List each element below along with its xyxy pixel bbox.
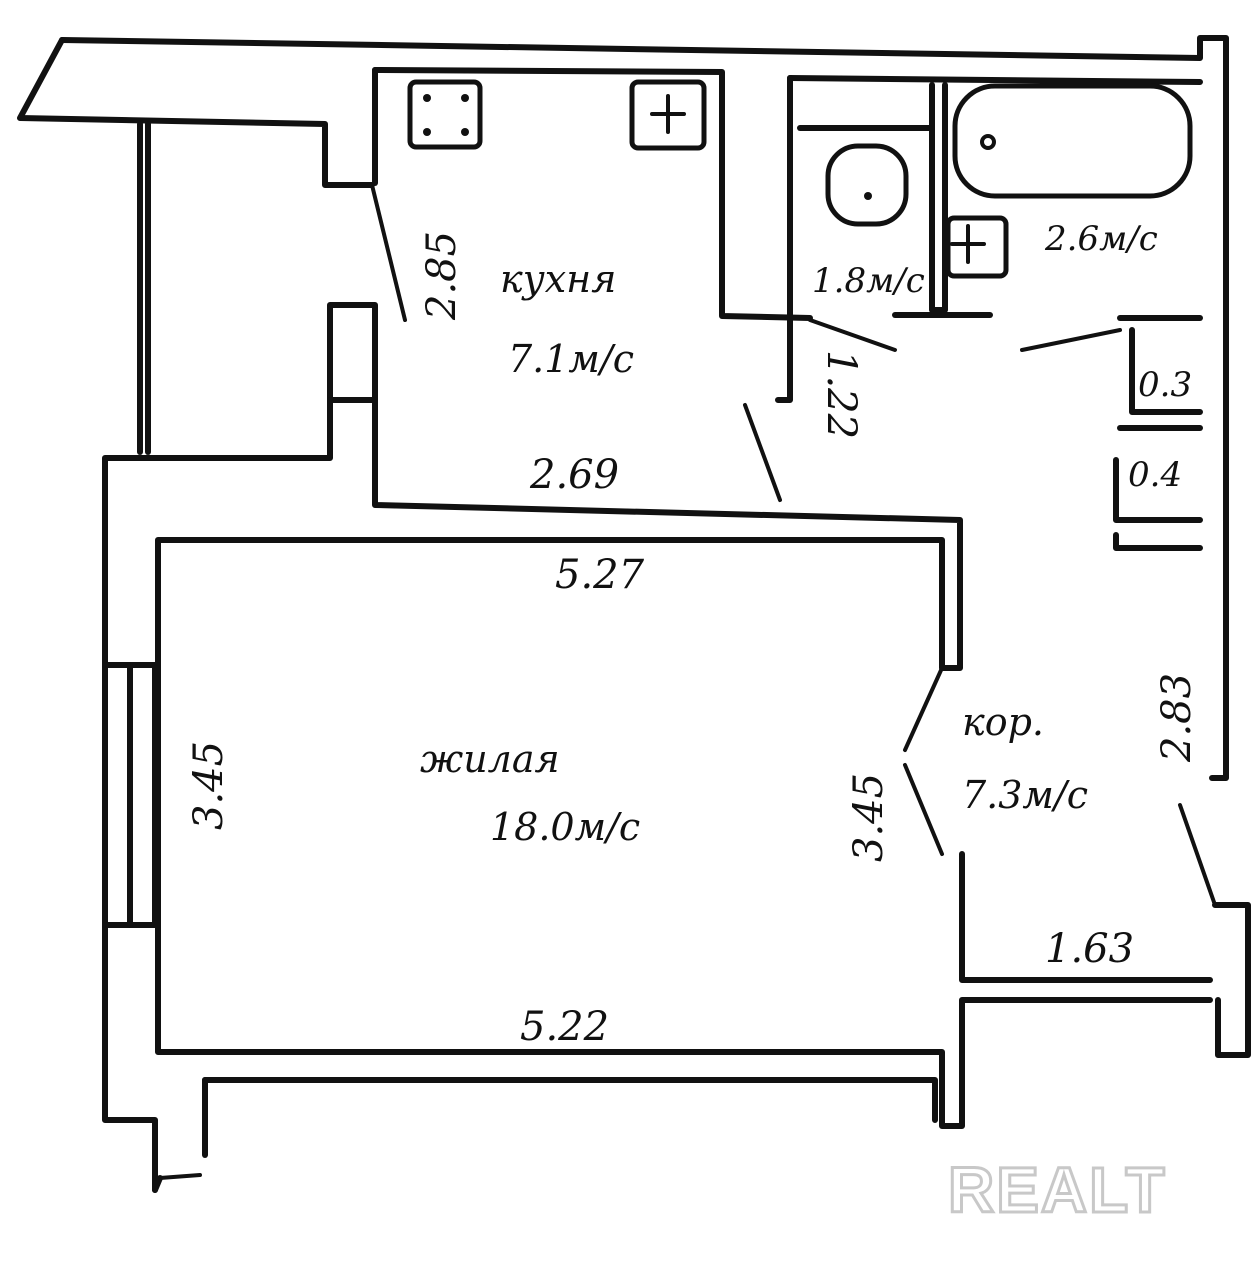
dim-living-left: 3.45 — [186, 741, 232, 830]
kitchen-area: 7.1м/с — [508, 337, 634, 381]
kitchen-name: кухня — [500, 257, 616, 301]
toilet-icon — [825, 143, 909, 227]
door-swings — [158, 183, 1217, 1180]
living-name: жилая — [420, 737, 560, 781]
room-labels: кухня 7.1м/с жилая 18.0м/с кор. 7.3м/с 1… — [420, 219, 1158, 849]
dim-corridor-side: 2.83 — [1154, 673, 1200, 763]
dim-corridor-bottom: 1.63 — [1045, 926, 1134, 972]
toilet-area: 1.8м/с — [812, 261, 925, 301]
dimension-labels: 2.85 2.69 1.22 5.27 5.22 3.45 3.45 2.83 … — [186, 231, 1200, 1050]
living-area: 18.0м/с — [490, 805, 640, 849]
dim-kitchen-bottom: 2.69 — [529, 452, 619, 498]
corridor-area: 7.3м/с — [962, 773, 1088, 817]
bathtub-icon — [952, 83, 1193, 199]
fixtures — [407, 79, 1193, 279]
washbasin-icon — [945, 215, 1009, 279]
dim-living-right: 3.45 — [846, 773, 892, 862]
dim-closet-2: 0.4 — [1128, 455, 1182, 495]
corridor-name: кор. — [962, 700, 1044, 744]
bath-area: 2.6м/с — [1044, 219, 1158, 259]
dim-kitchen-side: 2.85 — [419, 231, 465, 321]
stove-icon — [407, 79, 483, 150]
walls — [17, 35, 1251, 1193]
dim-door-width: 1.22 — [818, 350, 864, 439]
dim-living-bottom: 5.22 — [520, 1004, 609, 1050]
watermark: REALT — [948, 1154, 1167, 1226]
dim-living-top: 5.27 — [555, 552, 645, 598]
dim-closet-1: 0.3 — [1138, 365, 1192, 405]
